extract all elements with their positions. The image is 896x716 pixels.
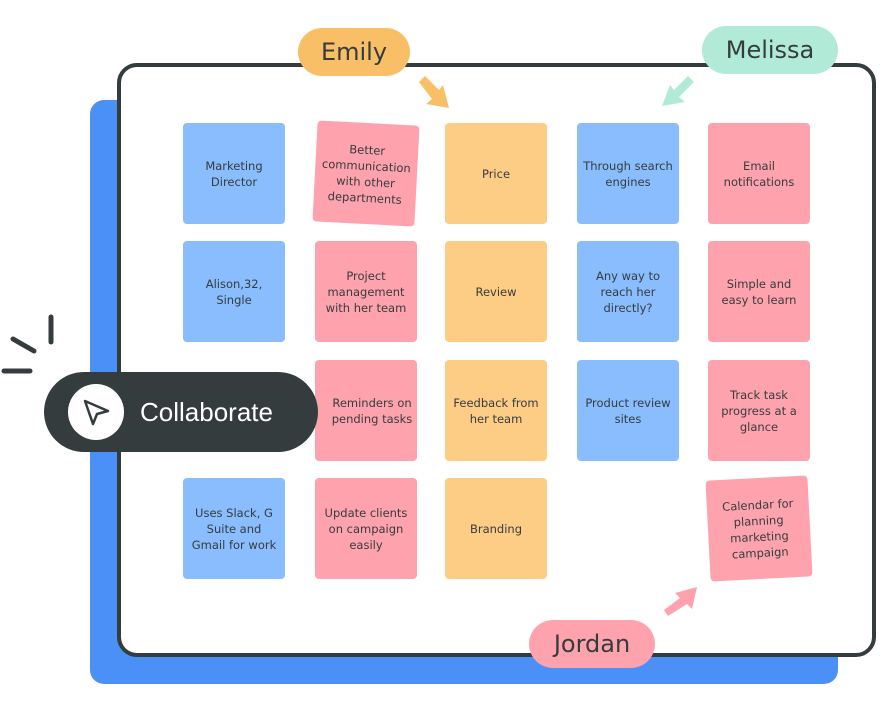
- sticky-note[interactable]: Calendar for planning marketing campaign: [705, 475, 813, 582]
- sticky-note[interactable]: Any way to reach her directly?: [577, 241, 679, 342]
- sticky-note[interactable]: Update clients on campaign easily: [315, 478, 417, 579]
- jordan-arrow-icon: [664, 587, 697, 616]
- sticky-note[interactable]: Simple and easy to learn: [708, 241, 810, 342]
- collaborate-label: Collaborate: [140, 396, 273, 427]
- sticky-note[interactable]: Better communication with other departme…: [312, 120, 420, 227]
- sticky-note[interactable]: Track task progress at a glance: [708, 360, 810, 461]
- sticky-note[interactable]: Branding: [445, 478, 547, 579]
- user-tag-emily: Emily: [298, 28, 410, 76]
- collaborate-button[interactable]: Collaborate: [44, 372, 318, 452]
- sticky-note[interactable]: Product review sites: [577, 360, 679, 461]
- sticky-note[interactable]: Project management with her team: [315, 241, 417, 342]
- user-tag-melissa: Melissa: [702, 26, 838, 74]
- sticky-note[interactable]: Reminders on pending tasks: [315, 360, 417, 461]
- sticky-note[interactable]: Through search engines: [577, 123, 679, 224]
- user-tag-jordan: Jordan: [529, 620, 655, 668]
- emily-arrow-icon: [419, 76, 449, 108]
- sticky-note[interactable]: Feedback from her team: [445, 360, 547, 461]
- sticky-note[interactable]: Alison,32, Single: [183, 241, 285, 342]
- sticky-note[interactable]: Email notifications: [708, 123, 810, 224]
- sparkle-icon: [1, 314, 54, 374]
- sticky-note[interactable]: Price: [445, 123, 547, 224]
- sticky-note[interactable]: Marketing Director: [183, 123, 285, 224]
- melissa-arrow-icon: [662, 76, 694, 106]
- sticky-note[interactable]: Uses Slack, G Suite and Gmail for work: [183, 478, 285, 579]
- cursor-arrow-icon: [68, 384, 124, 440]
- sticky-note[interactable]: Review: [445, 241, 547, 342]
